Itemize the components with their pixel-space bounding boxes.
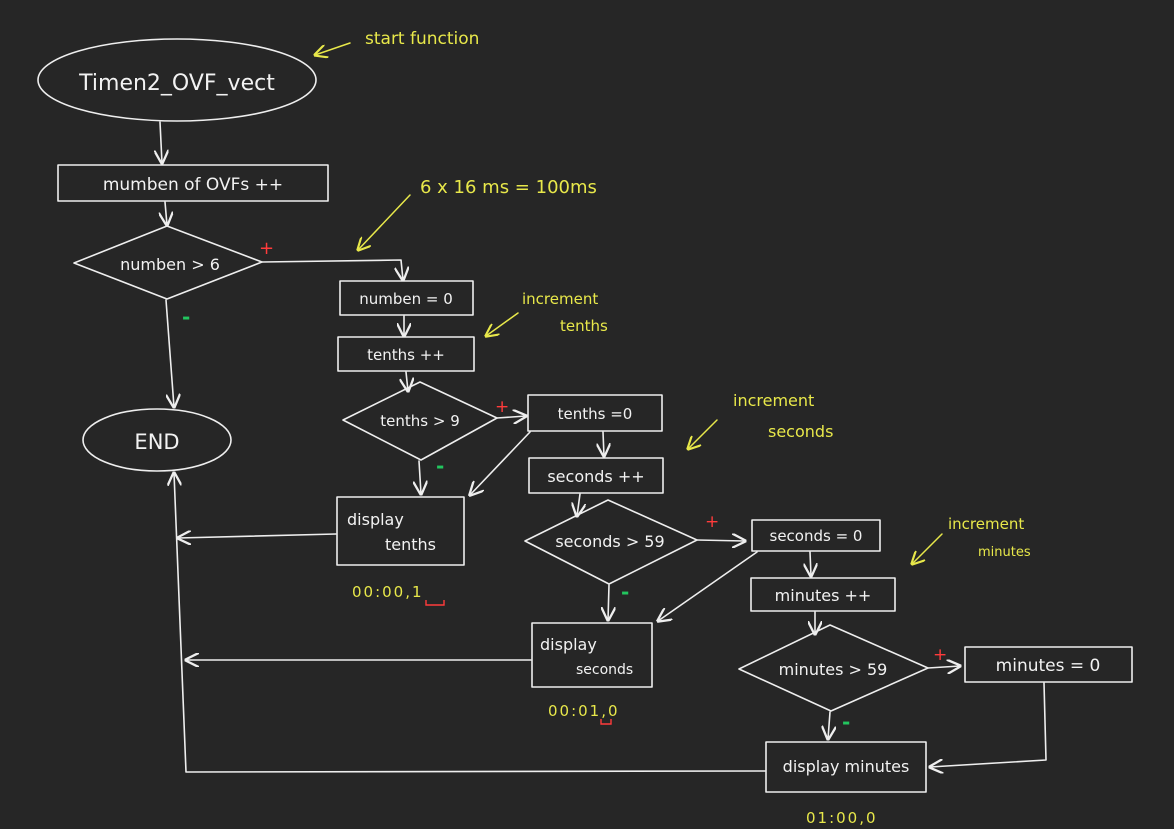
end-node <box>82 408 232 472</box>
check-minutes-no-mark: - <box>842 710 850 734</box>
annotation-timing: 6 x 16 ms = 100ms <box>420 177 597 198</box>
annotation-start-function-arrow <box>315 42 351 55</box>
check-tenths-label: tenths > 9 <box>380 412 459 430</box>
check-minutes-yes-mark: + <box>933 645 947 665</box>
arrow-reset-tenths-to-inc-seconds <box>603 431 604 456</box>
check-tenths-no-mark: - <box>436 454 444 478</box>
inc-ovf-box <box>57 164 329 202</box>
annotation-inc-tenths-arrow <box>486 312 519 336</box>
annotation-timing-arrow <box>358 194 411 250</box>
example-seconds-underline <box>600 719 612 725</box>
reset-seconds-label: seconds = 0 <box>770 527 863 545</box>
reset-tenths-box <box>527 394 663 432</box>
check-ovf-no-mark: - <box>182 305 190 329</box>
arrow-display-minutes-to-end <box>174 473 766 773</box>
inc-minutes-box <box>750 577 896 612</box>
display-tenths-label-1: display <box>347 510 404 529</box>
arrow-start-to-inc <box>160 121 162 163</box>
check-minutes-label: minutes > 59 <box>779 660 888 679</box>
arrow-check-tenths-yes <box>496 416 526 418</box>
display-seconds-label-2: seconds <box>576 662 633 678</box>
annotation-inc-minutes-1: increment <box>948 515 1024 533</box>
check-ovf-yes-mark: + <box>259 238 274 259</box>
arrow-reset-seconds-to-inc-minutes <box>810 551 811 576</box>
inc-seconds-label: seconds ++ <box>547 467 644 486</box>
example-minutes: 01:00,0 <box>806 809 878 827</box>
annotation-inc-minutes-arrow <box>912 533 943 564</box>
display-tenths-box <box>336 496 465 566</box>
inc-minutes-label: minutes ++ <box>775 586 872 605</box>
display-minutes-box <box>765 741 927 793</box>
annotation-inc-seconds-1: increment <box>733 391 814 410</box>
display-tenths-label-2: tenths <box>385 535 436 554</box>
check-ovf-label: numben > 6 <box>120 255 220 274</box>
display-seconds-label-1: display <box>540 635 597 654</box>
inc-seconds-box <box>528 457 664 494</box>
arrow-check-tenths-no <box>419 460 421 494</box>
start-node <box>37 38 317 122</box>
inc-tenths-label: tenths ++ <box>367 346 445 364</box>
arrow-check-seconds-yes <box>696 540 745 541</box>
arrow-display-tenths-to-end <box>178 534 337 538</box>
reset-minutes-label: minutes = 0 <box>996 656 1101 676</box>
arrow-check-minutes-no <box>828 711 830 739</box>
example-tenths: 00:00,1 <box>352 583 424 601</box>
display-minutes-label: display minutes <box>783 757 910 776</box>
example-tenths-underline <box>425 600 445 606</box>
arrow-inc-to-check <box>165 201 167 225</box>
arrow-inc-seconds-to-check <box>577 493 580 516</box>
annotation-inc-tenths-1: increment <box>522 290 598 308</box>
check-seconds-no-mark: - <box>621 580 629 604</box>
example-seconds: 00:01,0 <box>548 702 620 720</box>
reset-tenths-label: tenths =0 <box>558 405 633 423</box>
annotation-start-function: start function <box>365 29 479 49</box>
check-tenths-yes-mark: + <box>495 397 509 417</box>
inc-ovf-label: mumben of OVFs ++ <box>103 175 283 195</box>
arrow-inc-tenths-to-check <box>406 371 408 391</box>
reset-ovf-label: numben = 0 <box>359 290 453 308</box>
display-seconds-box <box>531 622 653 688</box>
arrow-check-seconds-no <box>608 584 609 620</box>
end-node-label: END <box>134 430 179 454</box>
arrow-check-ovf-yes <box>261 259 403 280</box>
annotation-inc-minutes-2: minutes <box>978 545 1031 560</box>
reset-seconds-box <box>751 519 881 552</box>
arrow-reset-tenths-to-display <box>470 431 531 495</box>
start-node-label: Timen2_OVF_vect <box>78 71 275 96</box>
annotation-inc-seconds-arrow <box>688 419 718 449</box>
check-seconds-yes-mark: + <box>705 512 719 532</box>
check-seconds-label: seconds > 59 <box>555 532 664 551</box>
arrow-check-ovf-no <box>165 299 174 407</box>
reset-minutes-box <box>964 646 1133 683</box>
annotation-inc-seconds-2: seconds <box>768 422 833 441</box>
annotation-inc-tenths-2: tenths <box>560 317 608 335</box>
arrow-check-minutes-yes <box>927 666 960 668</box>
arrow-reset-seconds-to-display <box>658 551 758 621</box>
arrow-reset-minutes-to-display <box>930 682 1047 767</box>
